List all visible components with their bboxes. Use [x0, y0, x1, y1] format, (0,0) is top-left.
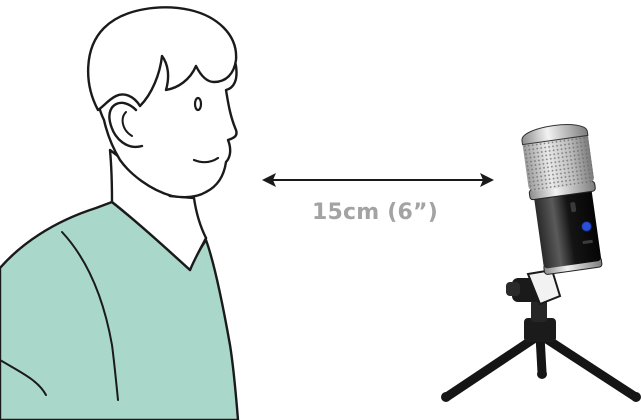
sleeve-seam: [61, 231, 119, 401]
mouth: [192, 156, 220, 164]
microphone-body: [521, 124, 603, 275]
volume-knob: [581, 220, 593, 232]
usb-microphone-illustration: [441, 124, 641, 402]
mount-clamp: [506, 268, 562, 306]
hair: [87, 6, 238, 112]
arrow-head-left: [262, 173, 276, 187]
distance-label: 15cm (6”): [312, 200, 438, 225]
arrow-head-right: [480, 173, 494, 187]
distance-arrow: [262, 173, 494, 187]
ear-inner: [121, 111, 133, 137]
neck: [108, 148, 208, 272]
ear: [108, 101, 144, 149]
person-illustration: [0, 6, 240, 420]
sleeve-edge: [0, 359, 47, 396]
eye: [193, 96, 203, 112]
tripod: [441, 300, 641, 402]
